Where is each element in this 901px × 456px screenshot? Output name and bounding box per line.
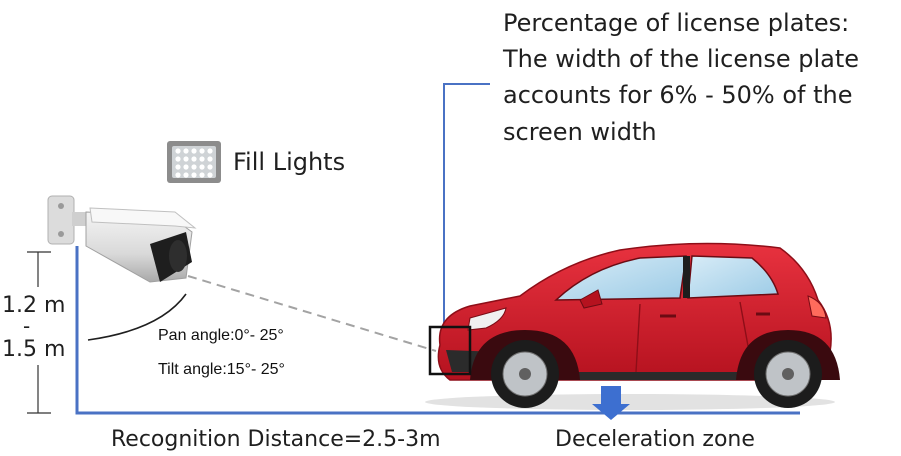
deceleration-arrow-icon <box>592 386 630 420</box>
pan-angle-label: Pan angle:0°- 25° <box>158 327 284 344</box>
plate-note-line-4: screen width <box>503 118 657 146</box>
tilt-angle-label: Tilt angle:15°- 25° <box>158 361 285 378</box>
height-bottom-label: 1.5 m <box>2 337 65 362</box>
plate-callout-line <box>443 83 490 330</box>
plate-note-line-2: The width of the license plate <box>502 45 859 73</box>
fill-lights-icon <box>167 141 221 183</box>
height-top-label: 1.2 m <box>2 293 65 318</box>
height-dimension <box>0 251 76 414</box>
car-icon <box>425 242 840 410</box>
fill-lights-label: Fill Lights <box>233 148 345 176</box>
plate-note-line-1: Percentage of license plates: <box>503 9 849 37</box>
camera-icon <box>47 195 197 283</box>
plate-note-line-3: accounts for 6% - 50% of the <box>503 81 853 109</box>
camera-view-line <box>187 275 437 352</box>
height-dash: - <box>23 314 30 338</box>
license-plate-frame <box>428 325 472 376</box>
recognition-distance-label: Recognition Distance=2.5-3m <box>111 427 441 452</box>
ground-line <box>75 246 800 415</box>
deceleration-zone-label: Deceleration zone <box>555 427 755 452</box>
angle-arc <box>87 293 187 341</box>
